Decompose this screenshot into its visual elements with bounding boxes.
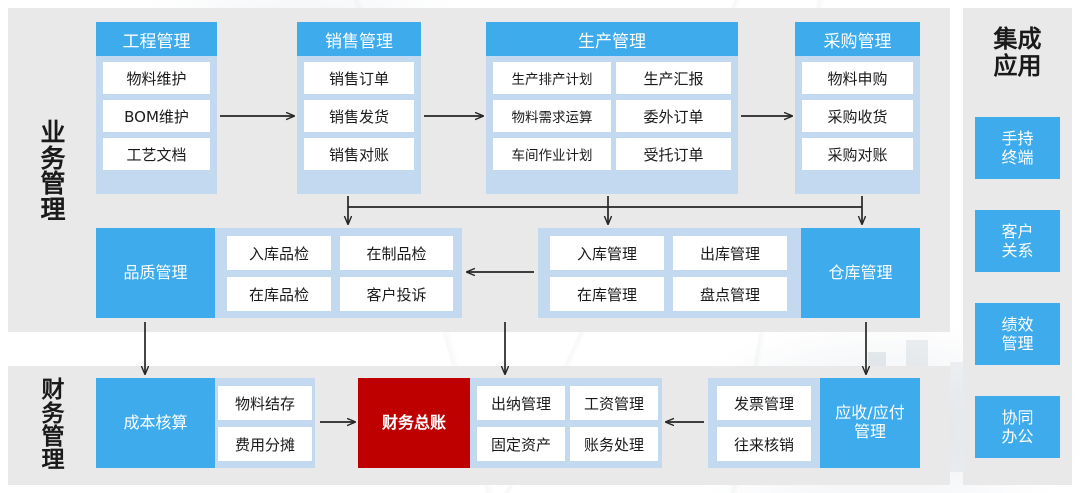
module-item[interactable]: 物料结存	[218, 386, 312, 420]
app-button-customer-relations[interactable]: 客户 关系	[975, 210, 1060, 272]
group-header-receivable[interactable]: 应收/应付 管理	[820, 378, 920, 468]
module-item[interactable]: 在库管理	[550, 277, 664, 311]
module-item[interactable]: 工艺文档	[103, 138, 210, 170]
module-item[interactable]: 采购收货	[802, 100, 913, 132]
module-item[interactable]: 客户投诉	[340, 277, 453, 311]
module-item[interactable]: 生产排产计划	[493, 62, 611, 94]
module-item[interactable]: BOM维护	[103, 100, 210, 132]
app-label-line1: 绩效	[1001, 314, 1034, 334]
app-label-line1: 客户	[1001, 221, 1034, 241]
group-header-ledger[interactable]: 财务总账	[358, 378, 470, 468]
integrated-apps-title: 集成 应用	[963, 26, 1072, 80]
app-button-handheld-terminal[interactable]: 手持 终端	[975, 117, 1060, 179]
label-char: 业	[40, 118, 66, 147]
module-item[interactable]: 入库管理	[550, 236, 664, 270]
module-item[interactable]: 费用分摊	[218, 427, 312, 461]
app-button-collaborative-office[interactable]: 协同 办公	[975, 396, 1060, 458]
group-header-sales[interactable]: 销售管理	[297, 22, 421, 56]
module-item[interactable]: 固定资产	[477, 427, 565, 461]
module-item[interactable]: 盘点管理	[673, 277, 787, 311]
group-header-production[interactable]: 生产管理	[486, 22, 738, 56]
label-char: 务	[40, 143, 66, 173]
module-item[interactable]: 物料需求运算	[493, 100, 611, 132]
label-char: 财	[41, 377, 65, 404]
label-char: 理	[40, 194, 66, 224]
group-header-purchasing[interactable]: 采购管理	[795, 22, 920, 56]
module-item[interactable]: 出纳管理	[477, 386, 565, 420]
module-item[interactable]: 在库品检	[227, 277, 331, 311]
app-label-line2: 关系	[1001, 241, 1034, 260]
module-item[interactable]: 销售订单	[304, 62, 414, 94]
label-char: 理	[41, 447, 65, 474]
label-char: 管	[41, 424, 65, 450]
app-button-performance-management[interactable]: 绩效 管理	[975, 303, 1060, 365]
app-label-line2: 办公	[1001, 427, 1034, 446]
receivable-label-line1: 应收/应付	[835, 403, 905, 423]
section-label-business: 业 务 管 理	[30, 96, 76, 246]
module-item[interactable]: 入库品检	[227, 236, 331, 270]
label-char: 管	[40, 169, 66, 198]
group-header-warehouse[interactable]: 仓库管理	[801, 228, 920, 318]
module-item[interactable]: 物料申购	[802, 62, 913, 94]
group-header-engineering[interactable]: 工程管理	[96, 22, 217, 56]
group-header-quality[interactable]: 品质管理	[96, 228, 215, 318]
app-label-line2: 管理	[1001, 334, 1034, 353]
group-header-cost[interactable]: 成本核算	[96, 378, 215, 468]
section-label-finance: 财 务 管 理	[30, 372, 76, 480]
integrated-apps-title-line1: 集成	[993, 25, 1042, 53]
module-item[interactable]: 委外订单	[616, 100, 731, 132]
module-item[interactable]: 账务处理	[570, 427, 658, 461]
module-item[interactable]: 物料维护	[103, 62, 210, 94]
app-label-line1: 协同	[1001, 407, 1034, 427]
app-label-line2: 终端	[1001, 148, 1034, 167]
module-item[interactable]: 往来核销	[717, 427, 811, 461]
module-item[interactable]: 工资管理	[570, 386, 658, 420]
module-item[interactable]: 发票管理	[717, 386, 811, 420]
integrated-apps-title-line2: 应用	[993, 51, 1042, 80]
module-item[interactable]: 出库管理	[673, 236, 787, 270]
app-label-line1: 手持	[1001, 128, 1034, 148]
module-item[interactable]: 生产汇报	[616, 62, 731, 94]
receivable-label-line2: 管理	[853, 422, 886, 441]
module-item[interactable]: 在制品检	[340, 236, 453, 270]
module-item[interactable]: 销售发货	[304, 100, 414, 132]
module-item[interactable]: 车间作业计划	[493, 138, 611, 170]
module-item[interactable]: 销售对账	[304, 138, 414, 170]
label-char: 务	[41, 400, 65, 427]
module-item[interactable]: 受托订单	[616, 138, 731, 170]
module-item[interactable]: 采购对账	[802, 138, 913, 170]
